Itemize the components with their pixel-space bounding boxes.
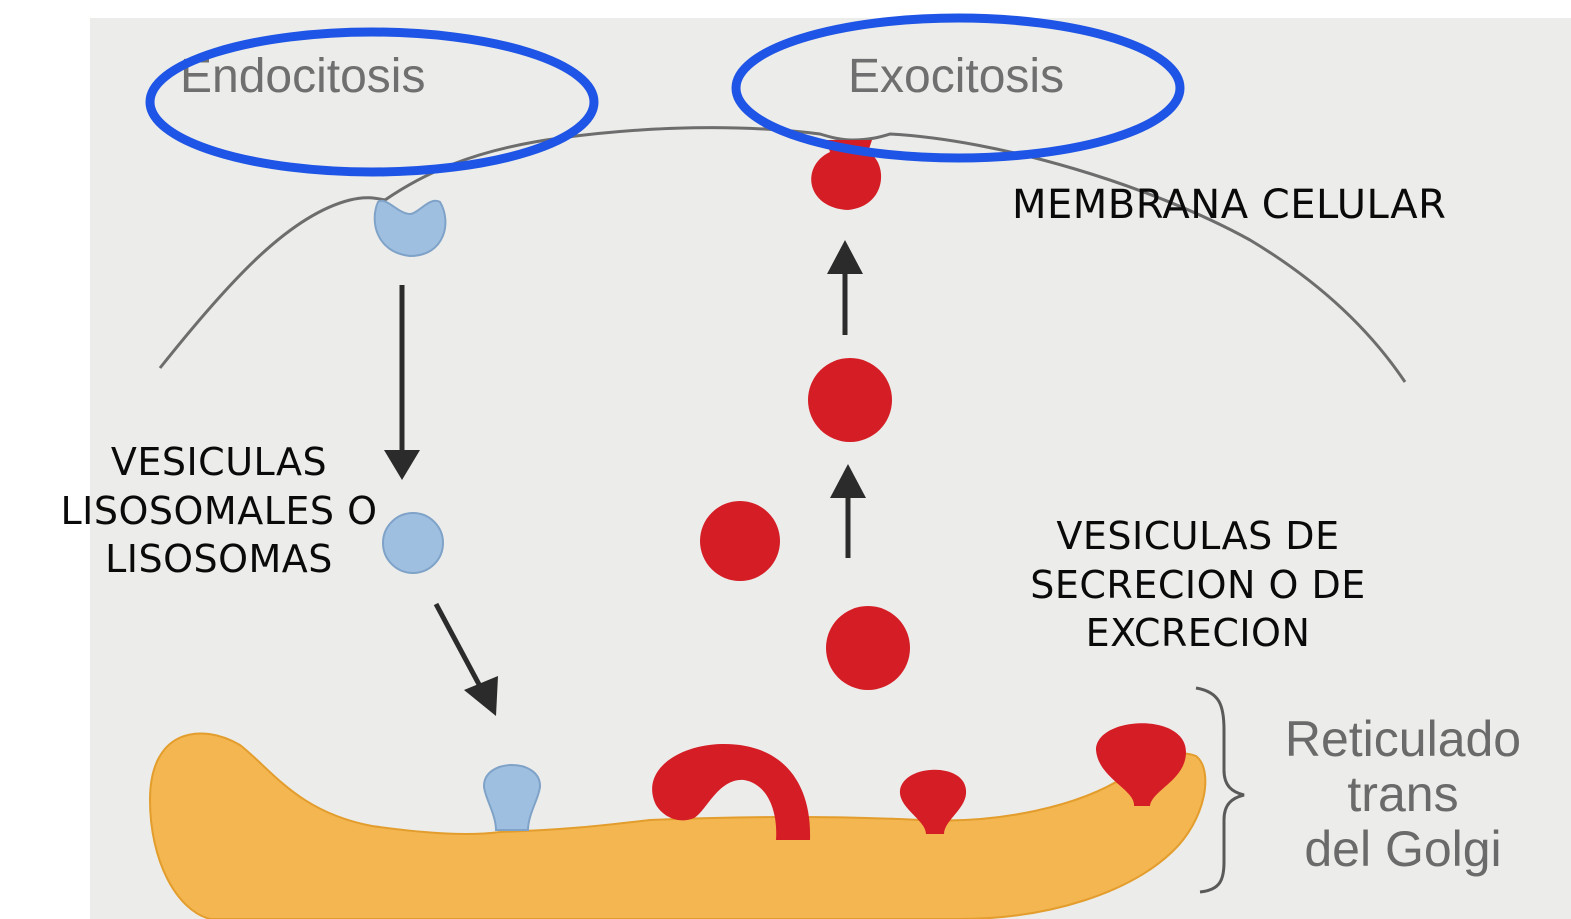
lisosomas-label-line: LISOSOMALES O <box>14 487 424 536</box>
golgi-label: Reticulado trans del Golgi <box>1238 712 1568 877</box>
secretory-vesicle-3 <box>826 606 910 690</box>
lisosomas-label: VESICULAS LISOSOMALES O LISOSOMAS <box>14 438 424 584</box>
golgi-label-line: trans <box>1238 767 1568 822</box>
secrecion-label: VESICULAS DE SECRECION O DE EXCRECION <box>978 512 1418 658</box>
lisosomas-label-line: VESICULAS <box>14 438 424 487</box>
golgi-label-line: del Golgi <box>1238 822 1568 877</box>
secrecion-label-line: EXCRECION <box>978 609 1418 658</box>
endocitosis-label: Endocitosis <box>180 50 425 103</box>
secrecion-label-line: SECRECION O DE <box>978 561 1418 610</box>
secretory-vesicle-1 <box>808 358 892 442</box>
secrecion-label-line: VESICULAS DE <box>978 512 1418 561</box>
lisosomas-label-line: LISOSOMAS <box>14 535 424 584</box>
membrana-celular-label: MEMBRANA CELULAR <box>1012 180 1446 231</box>
exocitosis-label: Exocitosis <box>848 50 1064 103</box>
golgi-label-line: Reticulado <box>1238 712 1568 767</box>
secretory-vesicle-2 <box>700 501 780 581</box>
